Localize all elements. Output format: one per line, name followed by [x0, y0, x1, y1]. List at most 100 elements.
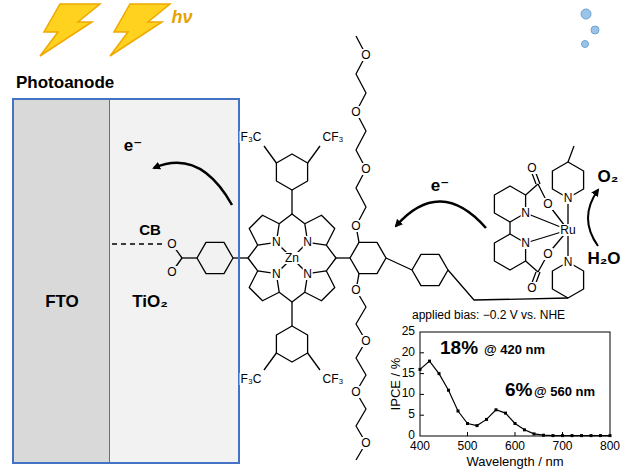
data-marker [571, 434, 574, 437]
atom-label: N [520, 207, 531, 219]
axis-title: Wavelength / nm [466, 455, 563, 469]
atom-label: O [360, 437, 371, 449]
data-marker [438, 372, 441, 375]
benzene-ring [412, 254, 448, 285]
tick-label: 25 [402, 325, 415, 338]
lightning-bolt [110, 4, 170, 56]
tick [420, 352, 424, 353]
atom-label: N [271, 236, 282, 248]
electron-label: e⁻ [431, 177, 449, 196]
data-marker [580, 434, 583, 437]
meso-bond [279, 214, 305, 224]
electron-arrow [154, 163, 232, 205]
tick [420, 373, 424, 374]
tick-label: 600 [505, 440, 525, 453]
atom-label: N [302, 268, 313, 280]
glycol-chain [356, 36, 366, 226]
tick-label: 15 [402, 367, 415, 380]
atom-label: O [526, 282, 537, 294]
atom-label: O [350, 386, 361, 398]
atom-label: O [350, 106, 361, 118]
pyrrole-ring [297, 263, 339, 305]
bond [386, 258, 412, 270]
axis-title: IPCE / % [389, 358, 403, 411]
electron-arrow [396, 201, 486, 228]
glycol-chain [356, 290, 366, 460]
tick-label: 5 [408, 409, 415, 422]
atom-label: O [166, 238, 177, 250]
data-marker [561, 434, 564, 437]
electron-label: e⁻ [124, 137, 142, 156]
bond [509, 222, 510, 234]
data-markers [419, 360, 612, 438]
species-label: H₂O [586, 250, 621, 267]
tio2-fill [110, 98, 240, 464]
atom-label: O [526, 162, 537, 174]
data-marker [428, 360, 431, 363]
meso-bond [248, 245, 258, 271]
bond [336, 257, 350, 258]
metal-label: Ru [559, 224, 576, 236]
data-marker [599, 434, 602, 437]
data-marker [457, 410, 460, 413]
data-marker [514, 422, 517, 425]
tick-label: 500 [457, 440, 477, 453]
meso-bond [326, 245, 336, 271]
tick [515, 432, 516, 436]
meso-bond [279, 292, 305, 302]
layer-label: FTO [45, 293, 79, 312]
atom-label: N [520, 237, 531, 249]
pyrrole-ring [245, 211, 287, 253]
atom-label: O [542, 198, 553, 210]
methyl-bond [568, 146, 574, 162]
chart-frame [420, 332, 610, 436]
atom-label: O [542, 248, 553, 260]
data-marker [504, 412, 507, 415]
tick [420, 415, 424, 416]
data-marker [476, 424, 479, 427]
panel-heading: Photoanode [16, 74, 114, 93]
species-label: O₂ [597, 168, 620, 185]
peak-value: 18% [440, 338, 478, 359]
group-label: F₃C [240, 373, 263, 385]
cb-level-line [112, 243, 164, 245]
bond [308, 353, 320, 370]
benzene-ring [276, 154, 307, 190]
bubble [591, 26, 599, 34]
bond [526, 261, 538, 272]
data-marker [590, 434, 593, 437]
metal-label: Zn [284, 252, 300, 264]
bond [291, 190, 292, 214]
peak-wavelength: @ 420 nm [484, 343, 545, 357]
bubble [581, 9, 591, 19]
data-marker [609, 434, 612, 437]
atom-label: N [302, 236, 313, 248]
bond [526, 184, 538, 195]
data-marker [523, 428, 526, 431]
bond [308, 146, 320, 163]
data-marker [542, 434, 545, 437]
atom-label: N [271, 268, 282, 280]
benzene-ring [197, 242, 233, 273]
atom-label: N [563, 256, 574, 268]
peak-wavelength: @ 560 nm [534, 385, 595, 399]
tick-label: 800 [600, 440, 620, 453]
tick-label: 10 [402, 388, 415, 401]
data-marker [485, 418, 488, 421]
fto-fill [12, 98, 110, 464]
tick-label: 20 [402, 346, 415, 359]
pyrrole-ring [297, 211, 339, 253]
atom-label: O [360, 163, 371, 175]
group-label: CF₃ [322, 373, 345, 385]
bubble [582, 41, 589, 48]
tick [420, 394, 424, 395]
bond [182, 257, 197, 258]
atom-label: O [350, 284, 361, 296]
lightning-bolt [40, 4, 100, 56]
bond [233, 257, 248, 258]
bond [291, 302, 292, 326]
data-marker [466, 422, 469, 425]
data-marker [552, 434, 555, 437]
atom-label: O [360, 335, 371, 347]
chart-note: applied bias: −0.2 V vs. NHE [412, 309, 565, 322]
